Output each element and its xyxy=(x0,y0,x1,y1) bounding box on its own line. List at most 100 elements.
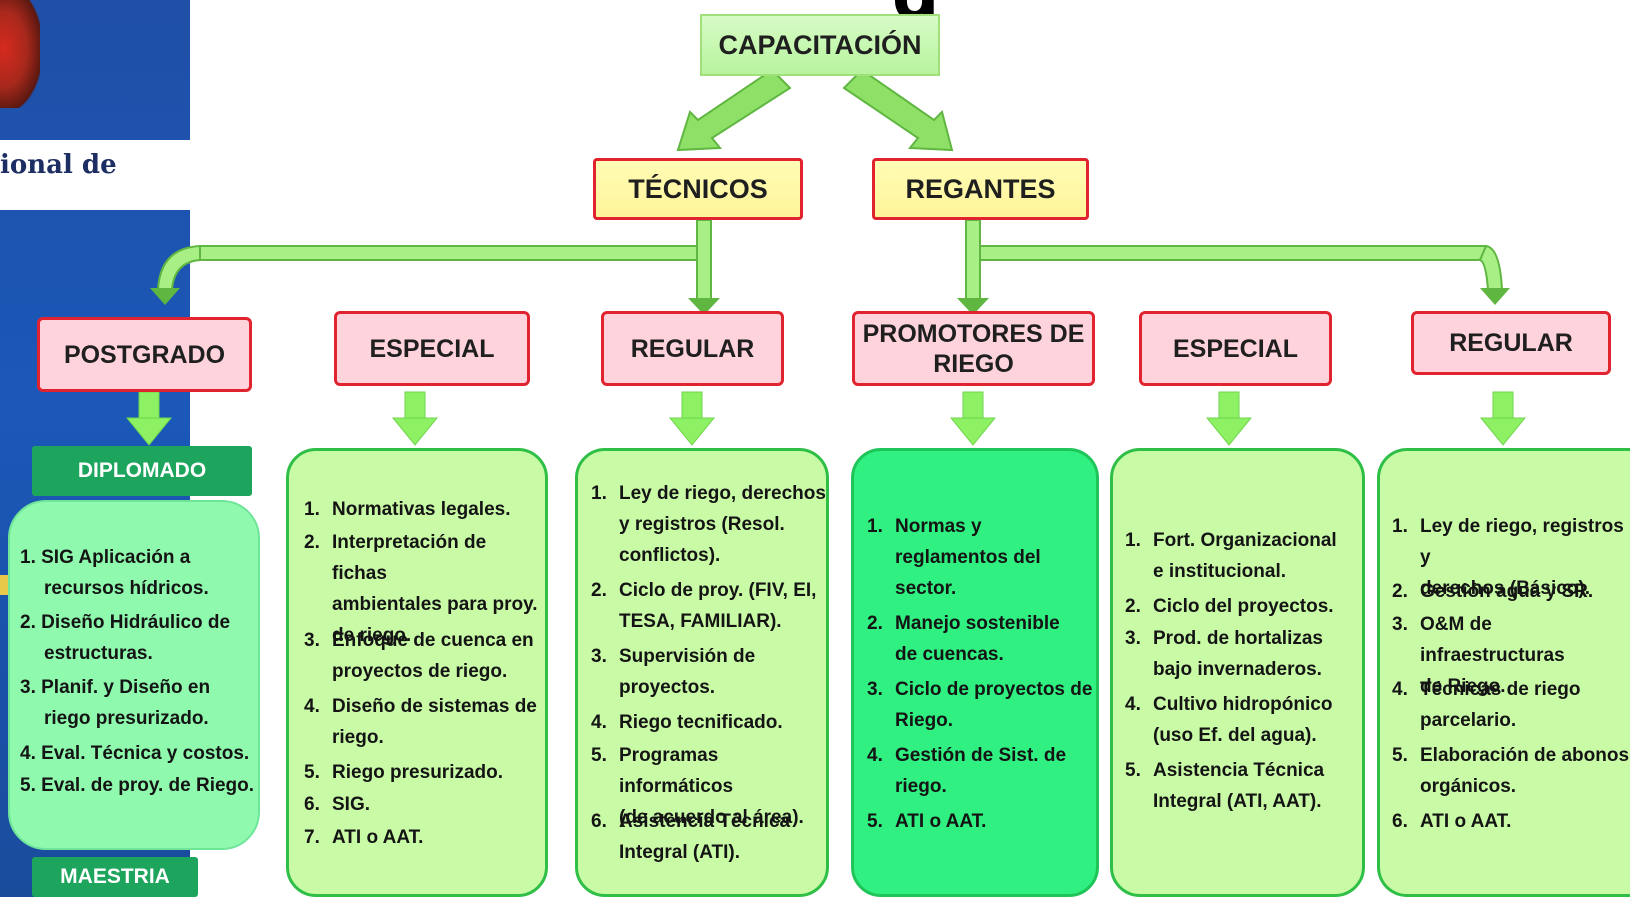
item-line: (uso Ef. del agua). xyxy=(1153,725,1317,746)
item-line: de Riego. xyxy=(1420,676,1506,697)
regular-tecnicos-card: 1. Ley de riego, derechos y registros (R… xyxy=(575,448,829,897)
item-line: derechos (Básico). xyxy=(1420,578,1590,599)
especial-tecnicos-label: ESPECIAL xyxy=(369,334,495,363)
item-line: riego. xyxy=(332,727,384,748)
list-item: 4. Eval. Técnica y costos. xyxy=(20,738,249,769)
item-line: Prod. de hortalizas xyxy=(1153,628,1323,649)
item-line: Normativas legales. xyxy=(332,499,511,520)
item-line: proyectos de riego. xyxy=(332,661,508,682)
especial-tecnicos-card: 1. Normativas legales. 2. Interpretación… xyxy=(286,448,548,897)
item-line: Ley de riego, registros y xyxy=(1420,516,1624,568)
item-line: Elaboración de abonos xyxy=(1420,745,1630,766)
especial-regantes-box: ESPECIAL xyxy=(1139,311,1332,386)
list-item: 5. Programas informáticos (de acuerdo al… xyxy=(591,740,826,833)
regular-regantes-arrow xyxy=(1479,391,1527,446)
tecnicos-label: TÉCNICOS xyxy=(628,173,768,204)
diplomado-tag: DIPLOMADO xyxy=(32,446,252,496)
item-line: bajo invernaderos. xyxy=(1153,659,1322,680)
item-line: Fort. Organizacional xyxy=(1153,530,1337,551)
item-line: TESA, FAMILIAR). xyxy=(619,611,782,632)
tecnicos-branch-bar xyxy=(150,219,720,315)
item-number: 4. xyxy=(867,745,883,766)
item-line: ATI o AAT. xyxy=(1420,811,1512,832)
item-number: 1. xyxy=(304,499,320,520)
list-item: 1. Normas y reglamentos del sector. xyxy=(867,511,1041,604)
item-number: 3. xyxy=(867,679,883,700)
item-number: 2. xyxy=(304,532,320,553)
promotores-label-line-1: PROMOTORES DE xyxy=(862,319,1085,348)
list-item: 6. ATI o AAT. xyxy=(1392,806,1511,837)
list-item: 3. Supervisión de proyectos. xyxy=(591,641,755,703)
item-number: 6. xyxy=(591,811,607,832)
regantes-box: REGANTES xyxy=(872,158,1089,220)
side-accent-mark xyxy=(0,575,10,595)
list-item: 2. Diseño Hidráulico de estructuras. xyxy=(20,607,230,669)
list-item: 1. Fort. Organizacional e institucional. xyxy=(1125,525,1337,587)
list-item: 3. O&M de infraestructuras de Riego. xyxy=(1392,609,1630,702)
side-caption: ional de xyxy=(0,150,117,180)
item-line: ATI o AAT. xyxy=(332,827,424,848)
item-line: Programas informáticos xyxy=(619,745,734,797)
list-item: 3. Ciclo de proyectos de Riego. xyxy=(867,674,1092,736)
postgrado-box: POSTGRADO xyxy=(37,317,252,392)
item-line: Normas y xyxy=(895,516,982,537)
list-item: 2. Gestión agua y SR. xyxy=(1392,576,1593,607)
list-item: 4. Técnicas de riego parcelario. xyxy=(1392,674,1581,736)
promotores-arrow xyxy=(949,391,997,446)
tecnicos-box: TÉCNICOS xyxy=(593,158,803,220)
item-line: Ciclo de proy. (FIV, EI, xyxy=(619,580,817,601)
item-line: Riego. xyxy=(895,710,954,731)
item-number: 1. xyxy=(591,483,607,504)
item-line: ATI o AAT. xyxy=(895,811,987,832)
item-line: Integral (ATI, AAT). xyxy=(1153,791,1322,812)
regantes-label: REGANTES xyxy=(905,173,1056,204)
item-line: Cultivo hidropónico xyxy=(1153,694,1333,715)
item-line: Ciclo de proyectos de xyxy=(895,679,1093,700)
item-line: 2. Diseño Hidráulico de xyxy=(20,612,231,633)
item-number: 6. xyxy=(304,794,320,815)
item-number: 2. xyxy=(867,613,883,634)
list-item: 4. Diseño de sistemas de riego. xyxy=(304,691,537,753)
item-line: SIG. xyxy=(332,794,371,815)
item-line: de cuencas. xyxy=(895,644,1004,665)
list-item: 4. Riego tecnificado. xyxy=(591,707,783,738)
item-number: 1. xyxy=(1392,516,1408,537)
list-item: 7. ATI o AAT. xyxy=(304,822,423,853)
item-line: sector. xyxy=(895,578,957,599)
regantes-branch-bar xyxy=(957,219,1510,315)
list-item: 6. SIG. xyxy=(304,789,370,820)
especial-tecnicos-arrow xyxy=(391,391,439,446)
item-line: Integral (ATI). xyxy=(619,842,741,863)
item-line: 1. SIG Aplicación a xyxy=(20,547,191,568)
regular-tecnicos-arrow xyxy=(668,391,716,446)
list-item: 1. Ley de riego, registros y derechos (B… xyxy=(1392,511,1630,604)
promotores-card: 1. Normas y reglamentos del sector. 2. M… xyxy=(851,448,1099,897)
item-number: 7. xyxy=(304,827,320,848)
list-item: 5. Elaboración de abonos orgánicos. xyxy=(1392,740,1629,802)
postgrado-label: POSTGRADO xyxy=(63,340,226,369)
promotores-label-line-2: RIEGO xyxy=(933,349,1014,378)
item-line: 3. Planif. y Diseño en xyxy=(20,677,211,698)
item-line: Asistencia Técnica xyxy=(1153,760,1325,781)
list-item: 3. Prod. de hortalizas bajo invernaderos… xyxy=(1125,623,1323,685)
item-line: de riego. xyxy=(332,625,412,646)
item-number: 4. xyxy=(1125,694,1141,715)
regular-regantes-label: REGULAR xyxy=(1449,329,1573,357)
item-line: riego. xyxy=(895,776,947,797)
item-number: 5. xyxy=(591,745,607,766)
list-item: 3. Planif. y Diseño en riego presurizado… xyxy=(20,672,210,734)
list-item: 1. Normativas legales. xyxy=(304,494,510,525)
list-item: 2. Manejo sostenible de cuencas. xyxy=(867,608,1060,670)
item-line: estructuras. xyxy=(44,643,153,664)
list-item: 2. Ciclo de proy. (FIV, EI, TESA, FAMILI… xyxy=(591,575,816,637)
regular-tecnicos-label: REGULAR xyxy=(630,334,755,363)
item-number: 5. xyxy=(1392,745,1408,766)
item-line: ambientales para proy. xyxy=(332,594,538,615)
item-number: 1. xyxy=(867,516,883,537)
item-number: 3. xyxy=(591,646,607,667)
especial-regantes-arrow xyxy=(1205,391,1253,446)
list-item: 2. Ciclo del proyectos. xyxy=(1125,591,1334,622)
item-line: e institucional. xyxy=(1153,561,1287,582)
item-line: parcelario. xyxy=(1420,710,1517,731)
